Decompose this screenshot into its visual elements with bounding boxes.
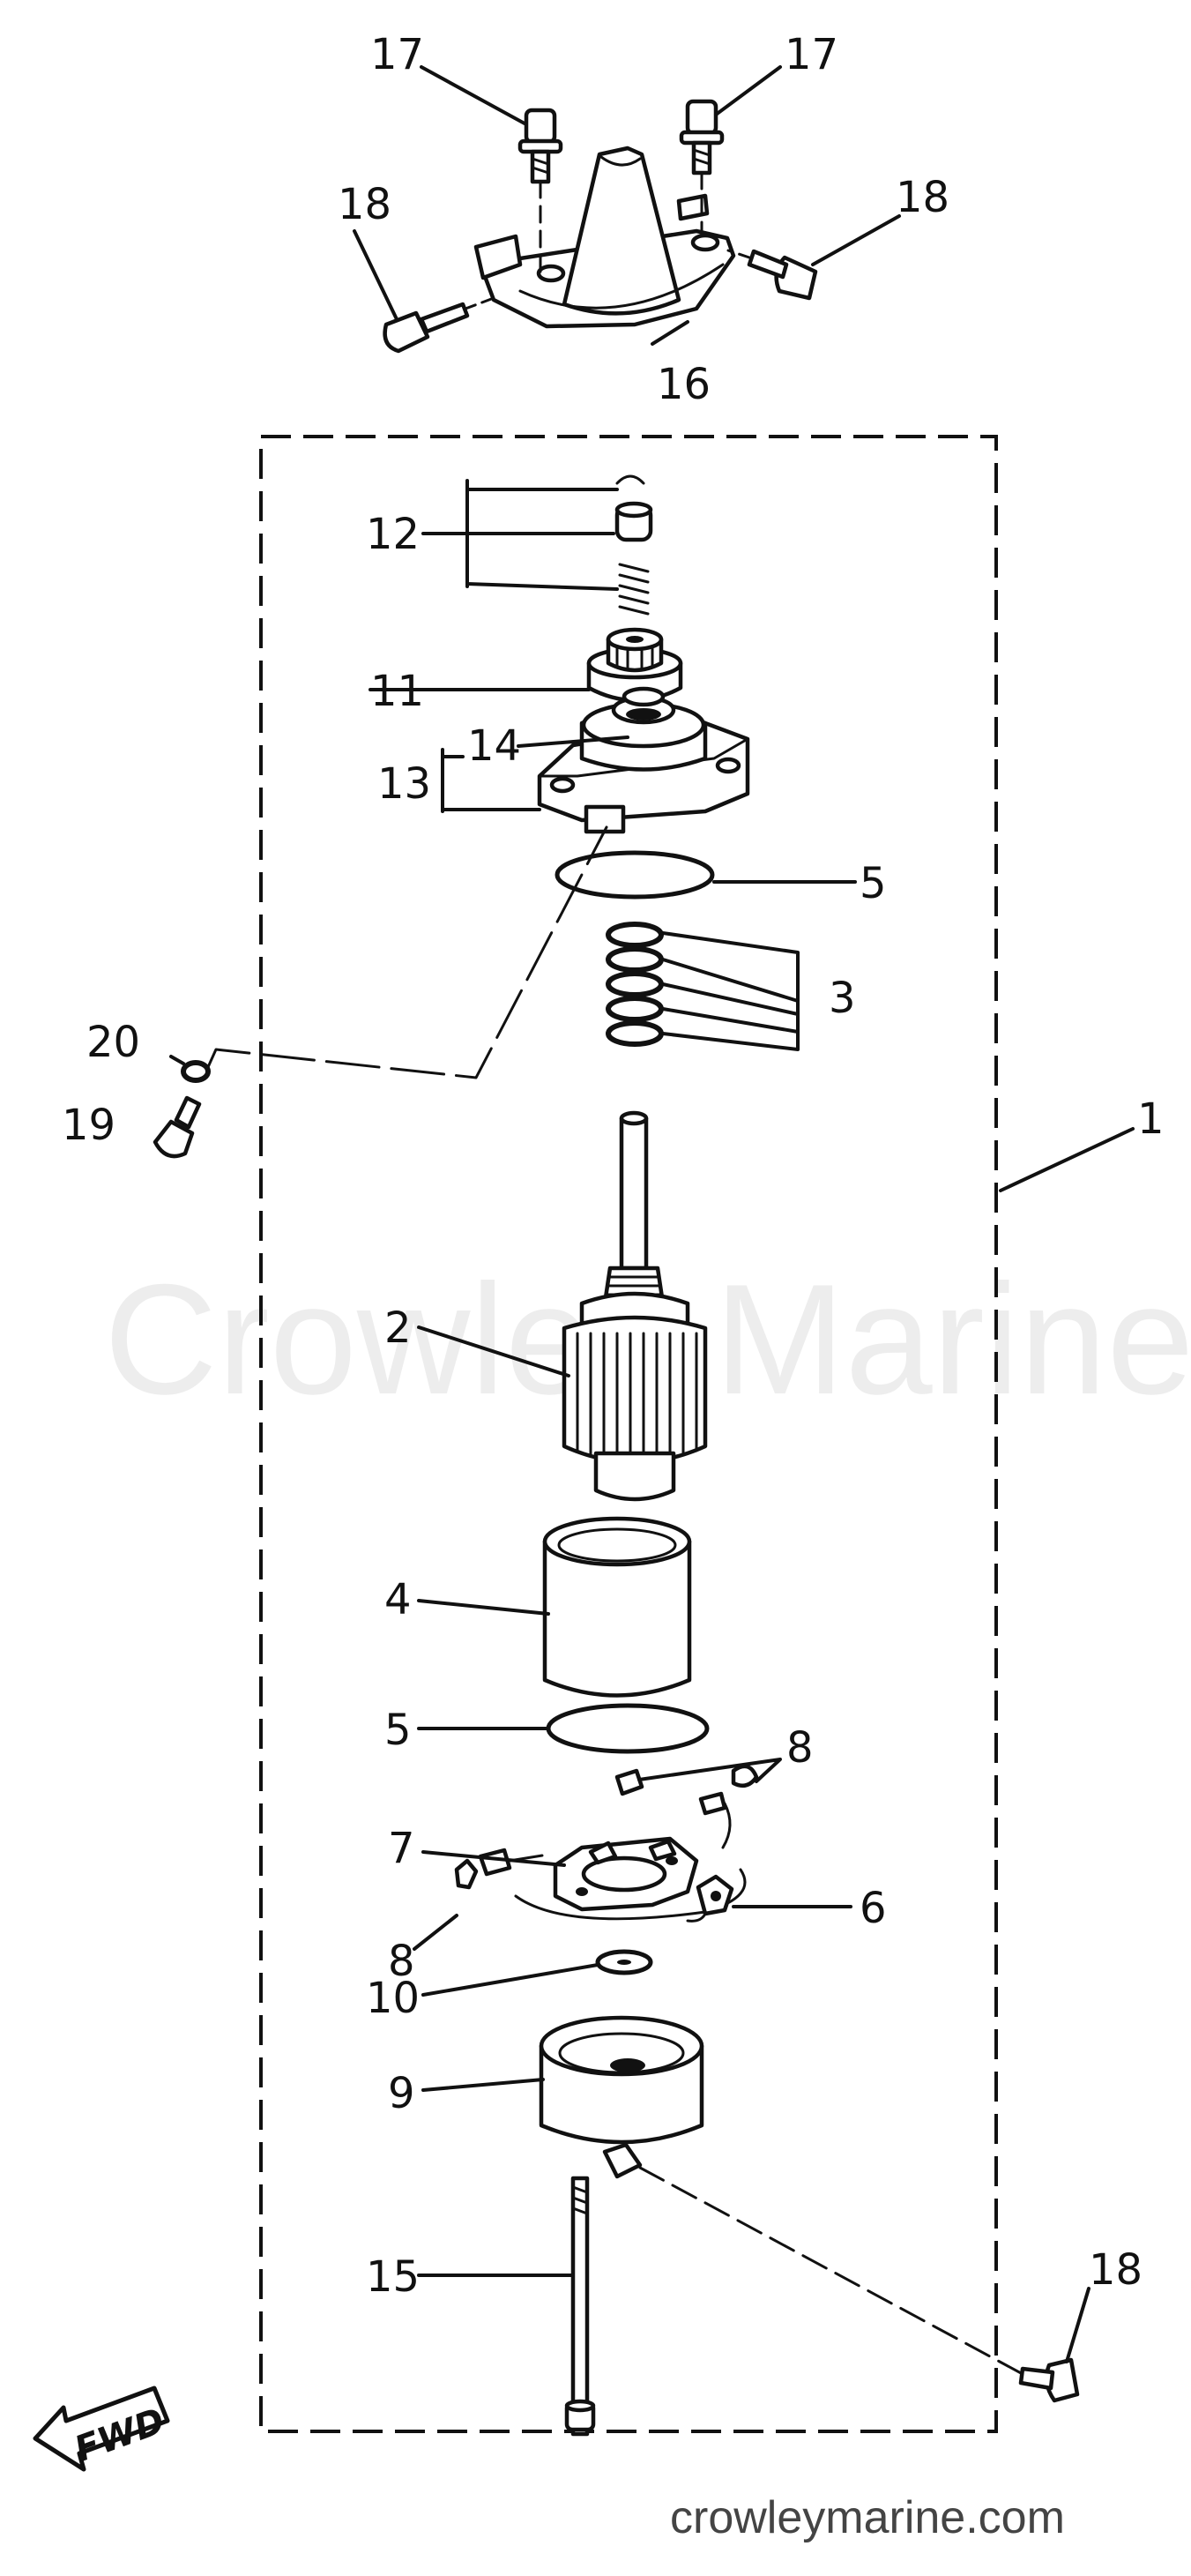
callout-14: 14	[467, 721, 521, 771]
part-19-screw	[153, 1095, 202, 1159]
callout-labels: 17 17 18 18 16 12 11 14 13 5 3 20 19 1 2…	[62, 30, 1165, 2302]
leader-part-9-to-18	[638, 2166, 1024, 2376]
callout-20: 20	[86, 1018, 140, 1067]
callout-7: 7	[388, 1824, 415, 1873]
brush-holder-ring	[514, 1868, 747, 1921]
part-4-yoke	[542, 1516, 692, 1698]
callout-17-left: 17	[370, 30, 424, 79]
part-2-armature	[562, 1110, 708, 1502]
leader-lines	[169, 65, 1135, 2363]
part-17-bolt-right	[679, 99, 725, 238]
part-15-through-bolt	[564, 2176, 596, 2437]
part-14-bushing	[622, 686, 666, 707]
callout-19: 19	[62, 1101, 115, 1150]
fwd-arrow-icon: FWD	[33, 2386, 170, 2472]
part-17-bolt-left	[517, 108, 563, 275]
callout-16: 16	[657, 360, 711, 409]
part-7-brush-holder	[553, 1836, 699, 1912]
callout-15: 15	[366, 2252, 420, 2302]
site-url: crowleymarine.com	[670, 2492, 1065, 2543]
part-11-pinion	[586, 627, 683, 703]
part-18-bolt-top-left	[383, 296, 495, 354]
part-6-terminal-lead	[686, 1874, 734, 1923]
part-9-end-cover	[539, 2015, 704, 2179]
leader-part-20-to-13	[206, 825, 608, 1079]
callout-5-lower: 5	[384, 1706, 412, 1755]
callout-1: 1	[1137, 1094, 1165, 1144]
callout-3: 3	[829, 974, 856, 1023]
part-13-front-bracket	[537, 695, 750, 834]
part-18-bolt-top-right	[726, 249, 818, 301]
part-20-washer	[181, 1060, 211, 1083]
part-16-top-cover	[473, 146, 736, 329]
part-3-washers	[606, 922, 664, 1047]
callout-8-lower: 8	[388, 1937, 415, 1986]
part-5-o-ring-lower	[546, 1703, 710, 1754]
part-12-clip-collar-spring	[614, 474, 653, 616]
callout-11: 11	[370, 667, 424, 716]
callout-4: 4	[384, 1575, 412, 1624]
callout-2: 2	[384, 1303, 412, 1353]
part-8-brush-upper	[614, 1764, 759, 1849]
callout-18-top-left: 18	[338, 180, 391, 229]
callout-6: 6	[860, 1884, 887, 1933]
callout-17-right: 17	[785, 30, 838, 79]
callout-18-lower: 18	[1089, 2245, 1143, 2295]
callout-5-upper: 5	[860, 859, 887, 908]
part-5-o-ring-upper	[555, 850, 715, 900]
callout-8-upper: 8	[786, 1723, 814, 1773]
callout-12: 12	[366, 510, 420, 559]
callout-9: 9	[388, 2069, 415, 2118]
callout-13: 13	[377, 759, 431, 809]
assembly-boundary	[259, 435, 998, 2433]
callout-10: 10	[366, 1974, 420, 2023]
callout-18-top-right: 18	[896, 173, 949, 222]
part-18-bolt-lower	[1018, 2357, 1080, 2403]
